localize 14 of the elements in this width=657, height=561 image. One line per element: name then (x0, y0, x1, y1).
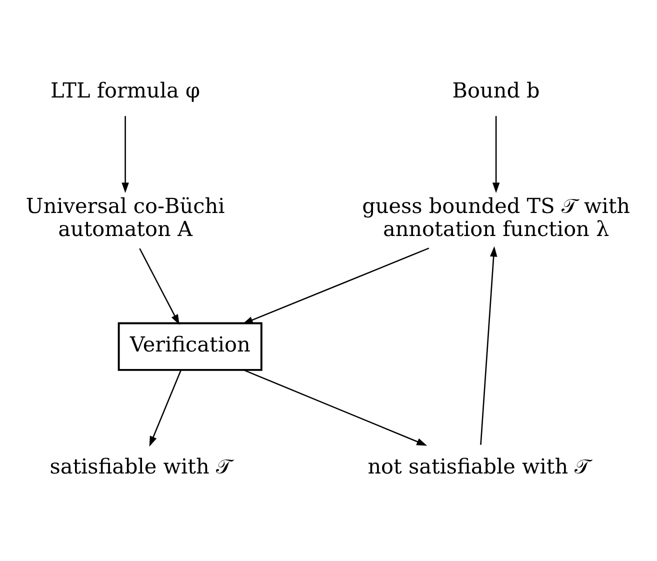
node-text: not satisfiable with 𝒯 (368, 454, 591, 478)
node-text: satisfiable with 𝒯 (50, 454, 232, 478)
arrow (480, 246, 498, 445)
arrow (139, 248, 180, 325)
arrow (244, 369, 428, 446)
arrow (149, 370, 182, 447)
node-text: Universal co-Büchi automaton A (26, 194, 225, 242)
node-text: LTL formula φ (50, 78, 200, 102)
node-text: Bound b (452, 78, 540, 102)
arrow (492, 116, 500, 193)
node-text: guess bounded TS 𝒯 with annotation function λ (362, 194, 630, 242)
arrow (242, 248, 430, 324)
arrow (122, 116, 129, 193)
node-box: Verification (118, 322, 262, 371)
